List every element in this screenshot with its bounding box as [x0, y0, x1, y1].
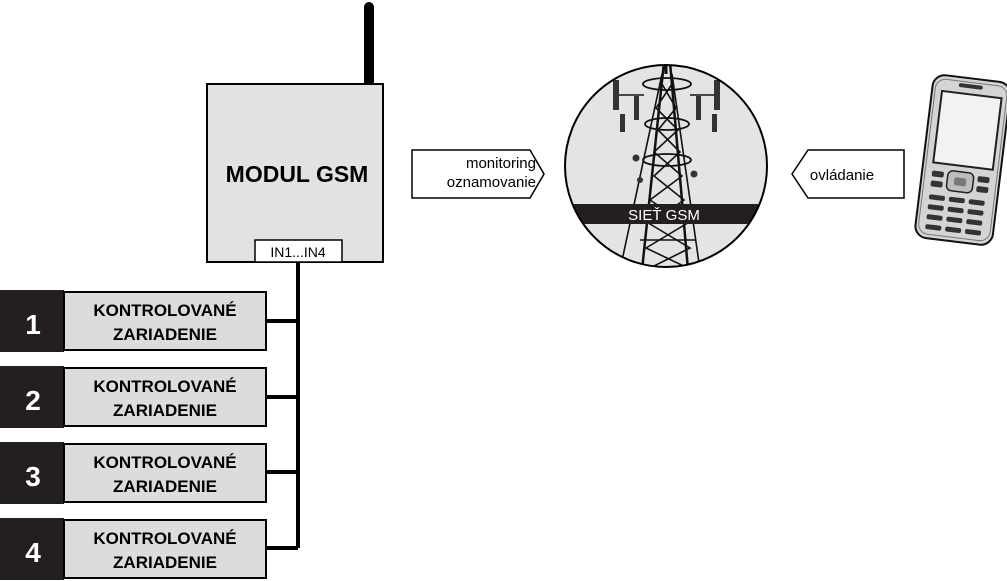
device-label-line1: KONTROLOVANÉ	[93, 453, 236, 472]
device-label-box	[63, 519, 267, 579]
device-label-line1: KONTROLOVANÉ	[93, 529, 236, 548]
bus-lines	[266, 262, 300, 550]
device-number-box	[0, 290, 64, 352]
device-label-line2: ZARIADENIE	[113, 325, 217, 344]
device-number-box	[0, 442, 64, 504]
device-row-3: 3 KONTROLOVANÉ ZARIADENIE	[0, 442, 267, 504]
gsm-tower-icon: SIEŤ GSM	[564, 64, 768, 268]
device-row-1: 1 KONTROLOVANÉ ZARIADENIE	[0, 290, 267, 352]
mobile-phone-icon	[914, 74, 1007, 246]
device-label-box	[63, 291, 267, 351]
device-label-line2: ZARIADENIE	[113, 477, 217, 496]
arrow-monitoring-line1: monitoring	[466, 155, 536, 172]
device-row-2: 2 KONTROLOVANÉ ZARIADENIE	[0, 366, 267, 428]
device-label-line1: KONTROLOVANÉ	[93, 377, 236, 396]
network-label-band	[566, 204, 766, 224]
arrow-monitoring-line2: oznamovanie	[447, 174, 536, 191]
input-port-label: IN1...IN4	[270, 244, 325, 260]
network-label: SIEŤ GSM	[628, 207, 700, 224]
device-label-box	[63, 367, 267, 427]
device-number-box	[0, 366, 64, 428]
device-label-line2: ZARIADENIE	[113, 401, 217, 420]
device-row-4: 4 KONTROLOVANÉ ZARIADENIE	[0, 518, 267, 580]
arrow-control-label: ovládanie	[810, 167, 874, 184]
arrow-monitoring: monitoring oznamovanie	[411, 149, 545, 199]
gsm-module: MODUL GSM IN1...IN4	[206, 83, 384, 263]
device-number: 3	[25, 461, 41, 492]
device-number-box	[0, 518, 64, 580]
device-number: 2	[25, 385, 41, 416]
device-number: 4	[25, 537, 41, 568]
device-label-line2: ZARIADENIE	[113, 553, 217, 572]
device-label-line1: KONTROLOVANÉ	[93, 301, 236, 320]
arrow-control: ovládanie	[791, 149, 905, 199]
module-title: MODUL GSM	[226, 161, 369, 187]
device-label-box	[63, 443, 267, 503]
device-number: 1	[25, 309, 41, 340]
